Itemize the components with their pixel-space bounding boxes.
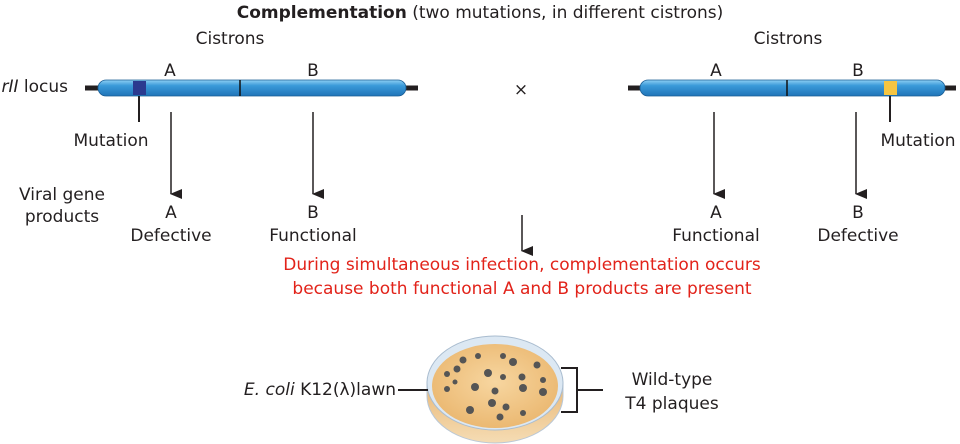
- bacterial-lawn: [432, 344, 558, 428]
- right-mutation-marker: [884, 81, 897, 95]
- right-cistron-a-label: A: [710, 61, 722, 81]
- plaques-bracket: [561, 367, 603, 413]
- plaque: [453, 365, 461, 373]
- left-product-b-state: Functional: [269, 226, 356, 246]
- left-cistron-b-label: B: [307, 61, 319, 81]
- right-product-a-name: A: [710, 203, 722, 223]
- plaque: [533, 361, 541, 369]
- diagram-title: Complementation (two mutations, in diffe…: [237, 3, 724, 23]
- plaque: [519, 384, 527, 392]
- plaque: [452, 379, 458, 385]
- right-cistron-b-label: B: [852, 61, 864, 81]
- left-cistrons-label: Cistrons: [196, 29, 265, 49]
- plaque: [502, 403, 510, 411]
- plaque: [484, 369, 492, 377]
- plaque: [488, 399, 496, 407]
- left-product-a-name: A: [165, 203, 177, 223]
- plaque: [496, 413, 504, 421]
- right-gene-bar: [639, 79, 946, 97]
- plaques-label-line2: T4 plaques: [624, 394, 719, 414]
- right-product-b-name: B: [852, 203, 864, 223]
- right-mutation-label: Mutation: [880, 131, 955, 151]
- left-cistron-a-label: A: [164, 61, 176, 81]
- lawn-label: E. coli K12(λ)lawn: [244, 380, 396, 400]
- plaque: [471, 383, 479, 391]
- plaques-group: [444, 353, 547, 421]
- plaque: [539, 388, 547, 396]
- left-product-b-name: B: [307, 203, 319, 223]
- rii-locus-label: rII locus: [1, 77, 68, 97]
- right-cistrons-label: Cistrons: [754, 29, 823, 49]
- products-label-line1: Viral gene: [19, 185, 105, 205]
- plaques-label-line1: Wild-type: [632, 370, 713, 390]
- plaque: [475, 353, 481, 359]
- plaque: [500, 353, 506, 359]
- plaque: [466, 406, 474, 414]
- plaque: [444, 371, 450, 377]
- plaque: [520, 410, 526, 416]
- plaque: [491, 387, 499, 395]
- cross-symbol: ×: [514, 80, 528, 100]
- plaque: [459, 356, 467, 364]
- left-mutation-label: Mutation: [73, 131, 148, 151]
- plaque: [518, 373, 526, 381]
- result-text-line1: During simultaneous infection, complemen…: [283, 255, 761, 275]
- plaque: [500, 374, 506, 380]
- left-mutation-marker: [133, 81, 146, 95]
- result-text-line2: because both functional A and B products…: [292, 279, 752, 299]
- right-product-b-state: Defective: [817, 226, 898, 246]
- right-product-a-state: Functional: [672, 226, 759, 246]
- left-product-a-state: Defective: [130, 226, 211, 246]
- plaque: [540, 377, 546, 383]
- plaque: [444, 386, 450, 392]
- petri-dish: [426, 335, 564, 444]
- plaque: [509, 358, 517, 366]
- left-gene-bar: [97, 79, 407, 97]
- products-label-line2: products: [25, 207, 99, 227]
